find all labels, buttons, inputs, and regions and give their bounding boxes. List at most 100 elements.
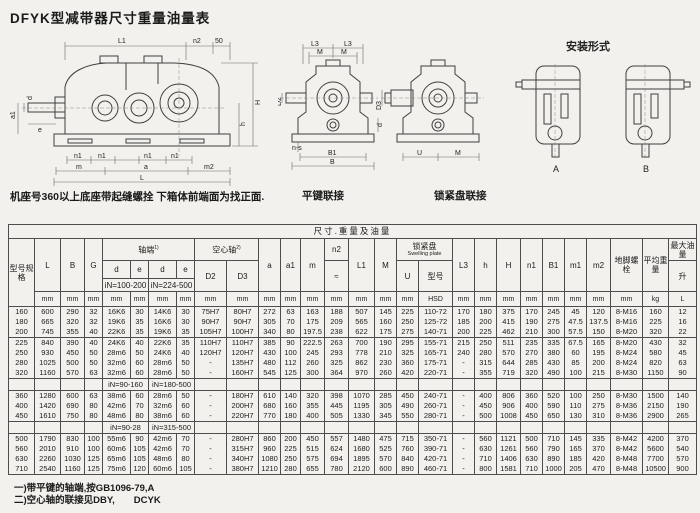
table-cell: 28m6: [102, 348, 131, 358]
table-cell: 195: [586, 348, 611, 358]
table-cell: 50: [130, 348, 149, 358]
table-cell: 462: [496, 327, 521, 338]
table-cell: -: [194, 433, 227, 444]
table-cell: 500: [520, 433, 543, 444]
table-cell: 197.5: [300, 327, 325, 338]
note-under-drawings: 机座号360以上底座带起缝螺拴 下箱体前端面为找正面.: [10, 191, 265, 203]
table-cell: 970: [348, 368, 375, 379]
table-cell: 250: [396, 317, 419, 327]
table-cell: 225: [8, 337, 35, 348]
footnote-2: 二)空心轴的联接见DBY, DCYK: [14, 495, 161, 506]
col-header-L1: L1: [348, 238, 375, 292]
table-cell: 280-71: [418, 411, 453, 422]
dim-label-a1: a1: [10, 111, 17, 119]
table-cell: -: [452, 368, 475, 379]
table-cell: 2260: [34, 454, 61, 464]
col-header-D3: D3: [226, 260, 259, 292]
table-cell: [610, 378, 643, 391]
table-cell: 260: [374, 368, 397, 379]
table-cell: -: [194, 464, 227, 475]
table-cell: 710: [474, 454, 497, 464]
table-cell: 50: [84, 348, 103, 358]
table-cell: 45: [564, 306, 587, 317]
table-cell: [84, 421, 103, 434]
col-header-m1: m1: [564, 238, 587, 292]
table-cell: 55m6: [102, 433, 131, 444]
table-cell: 575: [300, 454, 325, 464]
table-cell: 180: [474, 306, 497, 317]
table-cell: 225: [474, 327, 497, 338]
table-cell: [300, 378, 325, 391]
table-cell: 110H7: [226, 337, 259, 348]
dim-label-L: L: [140, 175, 144, 182]
table-cell: 305: [374, 401, 397, 411]
technical-drawing-side-view: L1 n2 50 H h a1 d e n1 n1 n1 n1 m a m2 L: [10, 38, 262, 186]
table-cell: 175: [300, 317, 325, 327]
table-cell: -: [194, 368, 227, 379]
table-cell: 8-M42: [610, 444, 643, 454]
table-cell: 560: [474, 433, 497, 444]
table-cell: 19K6: [102, 317, 131, 327]
table-cell: 320: [642, 327, 669, 338]
table-cell: 250: [474, 337, 497, 348]
table-cell: 137.5: [586, 317, 611, 327]
table-cell: 270: [520, 348, 543, 358]
dim-label-B: B: [330, 159, 335, 166]
table-cell: 100: [564, 390, 587, 401]
dim-label-M: M: [341, 49, 347, 56]
table-cell: 160: [8, 306, 35, 317]
table-cell: [60, 421, 85, 434]
table-cell: 50: [84, 358, 103, 368]
col-header-shaft-end: 轴端1): [102, 238, 195, 261]
col-header-model: 型号规格: [8, 238, 35, 307]
table-cell: 105: [176, 464, 195, 475]
table-cell: 32: [84, 306, 103, 317]
table-cell: 300: [300, 368, 325, 379]
footnote-1: 一)带平键的轴端,按GB1096-79,A: [14, 483, 155, 494]
table-cell: 16K6: [148, 317, 177, 327]
table-cell: 100: [84, 444, 103, 454]
table-cell: -: [194, 411, 227, 422]
table-cell: 860: [258, 433, 281, 444]
table-cell: 1000: [542, 464, 565, 475]
table-cell: 1160: [60, 464, 85, 475]
table-cell: 100: [280, 348, 301, 358]
table-cell: 110-72: [418, 306, 453, 317]
table-cell: 10500: [642, 464, 669, 475]
table-cell: 230: [374, 358, 397, 368]
table-cell: 165: [586, 337, 611, 348]
table-cell: 80H7: [226, 306, 259, 317]
table-cell: [280, 421, 301, 434]
table-cell: [194, 421, 227, 434]
table-cell: 210: [520, 327, 543, 338]
table-cell: 180: [280, 411, 301, 422]
table-cell: 112: [280, 358, 301, 368]
table-cell: [34, 378, 61, 391]
table-cell: 630: [8, 454, 35, 464]
table-cell: 325: [396, 348, 419, 358]
dim-label-n1: n1: [98, 153, 106, 160]
col-header-e2: e: [176, 260, 195, 279]
table-cell: 4200: [642, 433, 669, 444]
table-cell: 345: [374, 411, 397, 422]
table-cell: -: [452, 444, 475, 454]
dim-label-D3: D3: [376, 101, 383, 110]
table-cell: 263: [324, 337, 349, 348]
table-cell: 60: [130, 358, 149, 368]
table-cell: 135H7: [226, 358, 259, 368]
table-cell: 430: [642, 337, 669, 348]
table-cell: 16K6: [102, 306, 131, 317]
table-cell: 360: [520, 390, 543, 401]
table-cell: 750: [60, 411, 85, 422]
table-cell: 250: [8, 348, 35, 358]
table-cell: 2010: [34, 444, 61, 454]
col-header-oil-unit-cn: 升: [668, 260, 697, 292]
table-cell: 500: [60, 358, 85, 368]
table-cell: 862: [348, 358, 375, 368]
table-cell: 175: [374, 327, 397, 338]
table-cell: 700: [348, 337, 375, 348]
table-cell: [418, 421, 453, 434]
